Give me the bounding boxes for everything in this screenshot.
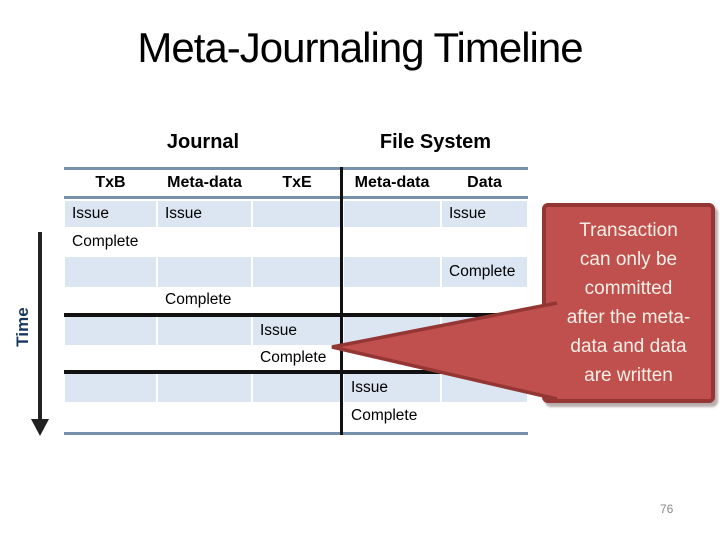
- table-cell: Issue: [65, 201, 156, 227]
- table-cell: [344, 317, 440, 345]
- callout-text-line: after the meta-: [566, 307, 691, 328]
- table-header-rule: [64, 196, 528, 199]
- callout-text-line: data and data: [570, 336, 687, 357]
- table-cell: [65, 402, 156, 430]
- table-cell: [442, 374, 527, 402]
- table-cell: [65, 345, 156, 370]
- table-cell: [442, 317, 527, 345]
- table-cell: Issue: [158, 201, 251, 227]
- table-cell: [442, 287, 527, 313]
- table-cell: Complete: [351, 407, 418, 424]
- column-header-meta-journal: Meta-data: [167, 174, 242, 191]
- table-cell: [158, 317, 251, 345]
- table-cell: [158, 402, 251, 430]
- table-row: Complete: [65, 227, 527, 257]
- table-row: Issue: [65, 374, 527, 402]
- callout-text-line: are written: [584, 365, 673, 386]
- time-axis-line: [38, 232, 42, 420]
- commit-barrier-line-2: [64, 370, 528, 374]
- table-cell: [344, 257, 440, 287]
- table-cell: [344, 227, 440, 257]
- table-cell: [253, 374, 341, 402]
- file-system-group-header: File System: [379, 131, 492, 153]
- table-cell: Complete: [442, 257, 527, 287]
- table-cell: [65, 287, 156, 313]
- journal-filesystem-divider: [340, 167, 343, 435]
- table-cell: [253, 227, 341, 257]
- table-cell: [65, 257, 156, 287]
- table-cell: Issue: [442, 201, 527, 227]
- callout-text-line: can only be: [579, 249, 678, 270]
- table-row: Complete: [65, 402, 527, 430]
- page-number: 76: [660, 502, 674, 516]
- callout-text-line: committed: [584, 278, 673, 299]
- table-cell: [158, 227, 251, 257]
- column-header-data: Data: [467, 174, 502, 191]
- table-row: Complete: [65, 287, 527, 313]
- table-row: Complete: [65, 345, 527, 370]
- column-header-txe: TxE: [282, 174, 312, 191]
- table-cell: [253, 201, 341, 227]
- table-cell: [65, 317, 156, 345]
- table-cell: Complete: [260, 349, 327, 366]
- time-axis-arrow-icon: [31, 419, 49, 436]
- table-cell: [344, 345, 440, 370]
- callout-text: Transaction can only be committed after the…: [567, 216, 691, 390]
- table-cell: [442, 402, 527, 430]
- journal-group-header: Journal: [166, 131, 240, 153]
- table-top-rule: [64, 167, 528, 170]
- page-title: Meta-Journaling Timeline: [137, 24, 583, 71]
- table-cell: Complete: [72, 233, 139, 250]
- table-cell: Issue: [253, 317, 341, 345]
- table-cell: [344, 201, 440, 227]
- table-cell: [158, 374, 251, 402]
- table-cell: [65, 374, 156, 402]
- table-bottom-rule: [64, 432, 528, 435]
- table-cell: [442, 345, 527, 370]
- table-cell: [253, 287, 341, 313]
- table-cell: [253, 257, 341, 287]
- commit-barrier-line-1: [64, 313, 528, 317]
- callout-box: Transaction can only be committed after the…: [542, 203, 715, 403]
- table-cell: Issue: [344, 374, 440, 402]
- column-header-meta-fs: Meta-data: [354, 174, 430, 191]
- table-row: Complete: [65, 257, 527, 287]
- table-row: Issue: [65, 317, 527, 345]
- table-cell: [158, 345, 251, 370]
- table-cell: [344, 287, 440, 313]
- column-header-txb: TxB: [95, 174, 126, 191]
- table-cell: [442, 227, 527, 257]
- table-cell: Complete: [165, 291, 232, 308]
- table-cell: [253, 402, 341, 430]
- time-axis-label: Time: [13, 307, 32, 347]
- callout-text-line: Transaction: [579, 220, 678, 241]
- table-cell: [158, 257, 251, 287]
